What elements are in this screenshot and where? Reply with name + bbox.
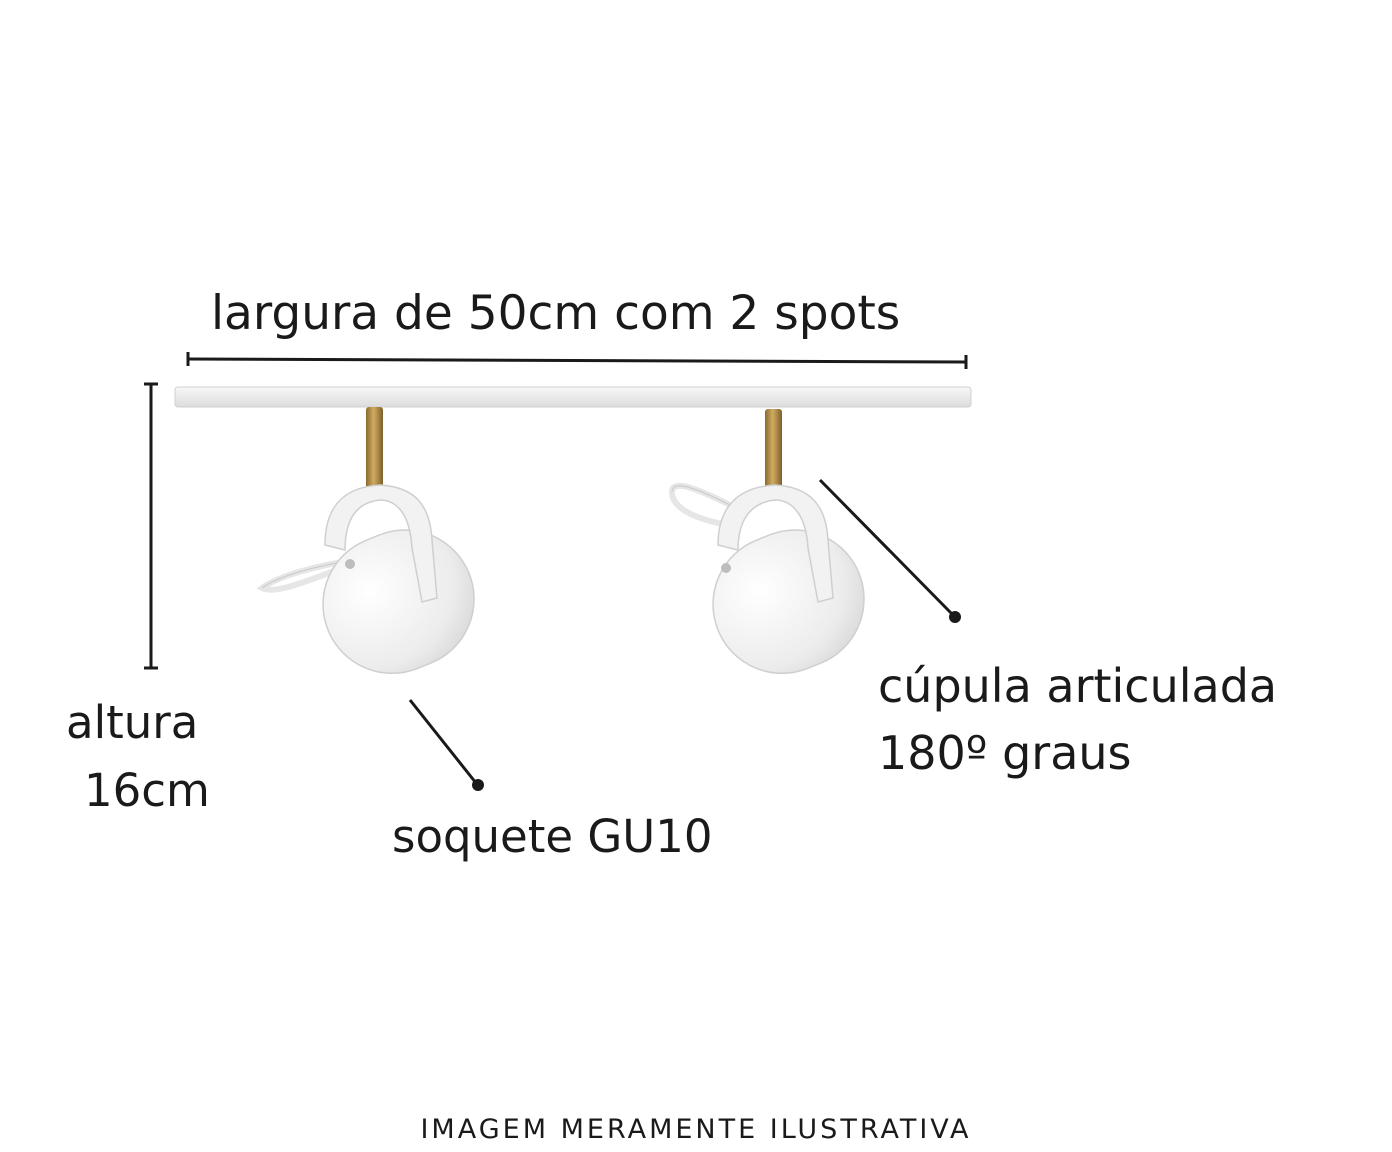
height-dimension-line [144, 382, 158, 670]
brass-stem-right [765, 409, 782, 489]
width-label: largura de 50cm com 2 spots [211, 286, 901, 341]
mounting-bar [174, 386, 972, 408]
screw-right [721, 563, 731, 573]
width-dimension-line [186, 352, 968, 369]
lamp-body-left [322, 529, 475, 675]
dome-leader-line [818, 478, 961, 623]
socket-leader-line [408, 699, 484, 791]
bracket-left [324, 484, 438, 603]
dome-angle-label: 180º graus [878, 726, 1132, 780]
height-label: altura [66, 696, 199, 749]
socket-label: soquete GU10 [392, 810, 713, 863]
screw-left [345, 559, 355, 569]
spot-left [256, 407, 475, 675]
dome-label: cúpula articulada [878, 659, 1278, 713]
brass-stem-left [366, 407, 383, 489]
height-value-label: 16cm [84, 764, 210, 817]
disclaimer-text: IMAGEM MERAMENTE ILUSTRATIVA [420, 1114, 972, 1145]
spot-right [668, 409, 865, 675]
bracket-right [717, 484, 834, 603]
